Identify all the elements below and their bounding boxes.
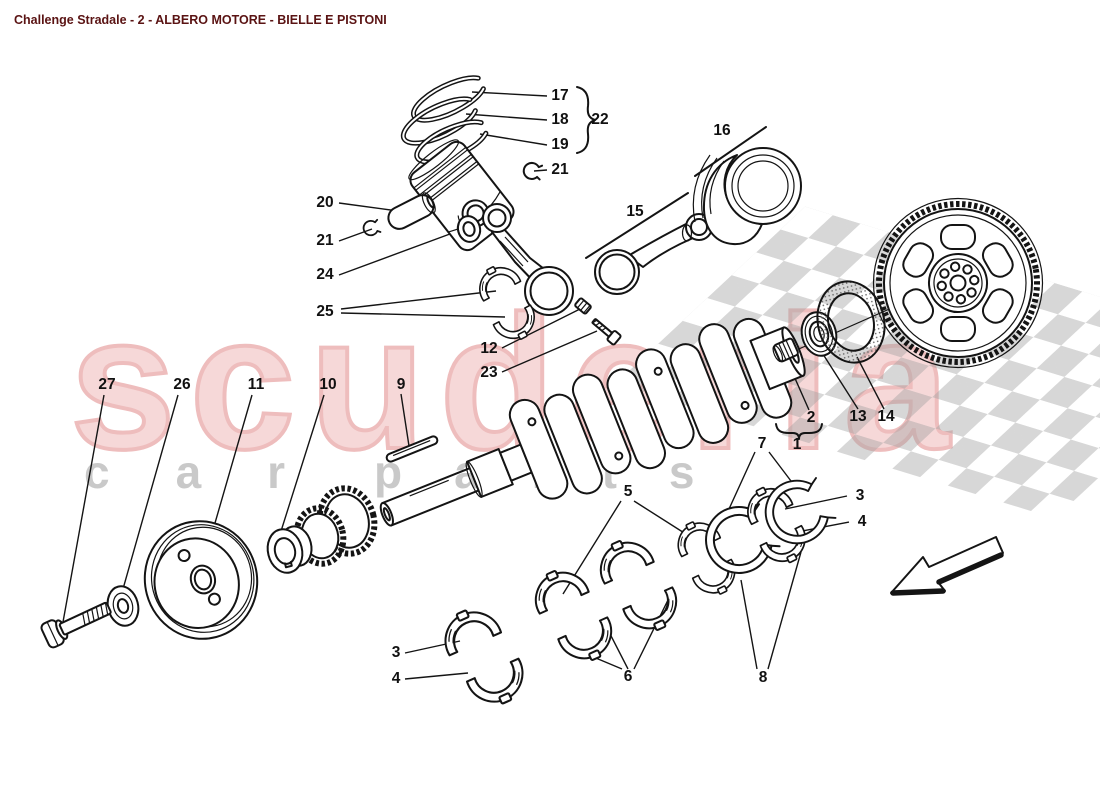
page-title: Challenge Stradale - 2 - ALBERO MOTORE -… [14, 13, 387, 27]
timing-gear [266, 485, 378, 574]
callout-23-10: 23 [480, 364, 498, 381]
callout-22-3: 22 [591, 111, 609, 128]
callout-3-26: 3 [391, 644, 401, 661]
callout-24-7: 24 [316, 266, 334, 283]
callout-1-19: 1 [792, 436, 802, 453]
callout-16-11: 16 [713, 122, 731, 139]
gudgeon-pin [387, 192, 436, 230]
direction-arrow [890, 536, 1004, 596]
key [385, 435, 439, 463]
crank-pulley [143, 520, 259, 640]
bracket-1 [775, 423, 823, 440]
rod-bolt [591, 318, 622, 346]
bracket-22 [576, 86, 596, 154]
callout-25-8: 25 [316, 303, 334, 320]
circlip [522, 161, 544, 181]
rear-plug [772, 337, 799, 363]
callout-21-6: 21 [316, 232, 334, 249]
callout-21-4: 21 [551, 161, 569, 178]
callout-10-16: 10 [319, 376, 337, 393]
callout-4-27: 4 [391, 670, 401, 687]
washer [106, 585, 140, 627]
conrod-exploded [482, 203, 574, 316]
watermark-brand: scuderia [68, 277, 964, 489]
callout-5-23: 5 [623, 483, 633, 500]
callout-2-18: 2 [806, 409, 816, 426]
callout-14-21: 14 [877, 408, 895, 425]
callout-26-14: 26 [173, 376, 191, 393]
small-end-bush [456, 215, 482, 243]
callout-6-28: 6 [623, 668, 633, 685]
piston-assembled [692, 147, 802, 246]
callout-11-15: 11 [247, 376, 265, 393]
callout-18-1: 18 [551, 111, 569, 128]
callout-15-12: 15 [626, 203, 644, 220]
pulley-bolt [40, 601, 112, 649]
watermark-tagline-car: car [84, 446, 352, 498]
callout-19-2: 19 [551, 136, 569, 153]
flywheel [872, 197, 1044, 369]
callout-4-25: 4 [857, 513, 867, 530]
callout-9-17: 9 [396, 376, 406, 393]
callout-8-29: 8 [758, 669, 768, 686]
rod-nut [574, 297, 592, 315]
callout-12-9: 12 [480, 340, 498, 357]
callout-27-13: 27 [98, 376, 116, 393]
callout-20-5: 20 [316, 194, 334, 211]
circlip [362, 218, 382, 237]
callout-3-24: 3 [855, 487, 865, 504]
callout-7-22: 7 [757, 435, 767, 452]
callout-13-20: 13 [849, 408, 867, 425]
callout-17-0: 17 [551, 87, 569, 104]
